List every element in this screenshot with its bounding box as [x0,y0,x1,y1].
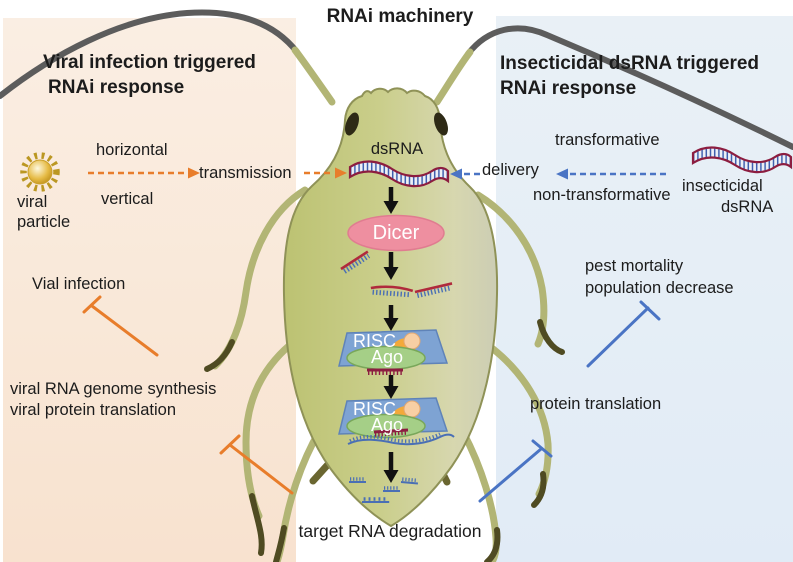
vertical-label: vertical [101,190,154,208]
viral-particle-label-line1: viral [17,193,48,211]
population-decrease-label: population decrease [585,279,734,297]
right-panel-title-line2: RNAi response [500,78,637,99]
insecticidal-inhibition-tbars [478,300,661,503]
vial-infection-label: Vial infection [32,275,126,293]
viral-inhibition-tbars [82,295,294,495]
left-panel-title-line1: Viral infection triggered [43,52,256,73]
risc2-label: RISC [353,399,397,419]
insecticidal-dsrna-label-line2: dsRNA [721,198,774,216]
delivery-arrow [450,168,668,180]
viral-outcome-line1: viral RNA genome synthesis [10,380,217,398]
target-mrna-icon [347,428,455,446]
antenna-left-icon [0,9,336,106]
transmission-label: transmission [199,164,292,182]
virus-particle-icon [20,152,60,192]
antenna-right-icon [433,25,793,150]
viral-outcome-line2: viral protein translation [10,401,176,419]
protein-translation-label: protein translation [530,395,662,413]
dicer-ellipse [347,214,445,252]
left-panel-title-line2: RNAi response [48,77,185,98]
delivery-label: delivery [482,161,539,179]
risc1-label: RISC [353,331,397,351]
viral-particle-label-line2: particle [17,213,71,231]
aphid-leg-tips [204,319,565,562]
figure-title: RNAi machinery [326,6,474,27]
insecticidal-dsrna-icon [691,146,793,174]
ago1-label: Ago [370,347,404,367]
target-rna-degradation-label: target RNA degradation [298,521,482,541]
dsrna-label: dsRNA [370,140,424,158]
transformative-label: transformative [555,131,660,149]
insecticidal-dsrna-label-line1: insecticidal [682,177,763,195]
right-panel-title-line1: Insecticidal dsRNA triggered [500,53,760,74]
horizontal-label: horizontal [96,141,168,159]
dicer-label: Dicer [372,222,420,244]
sirna-fragments-icon [340,250,453,298]
aphid-eyes [345,112,448,136]
non-transformative-label: non-transformative [533,186,671,204]
pest-mortality-label: pest mortality [585,257,684,275]
pathway-arrows [383,187,399,483]
transmission-arrow [88,167,347,179]
ago2-label: Ago [370,415,404,435]
